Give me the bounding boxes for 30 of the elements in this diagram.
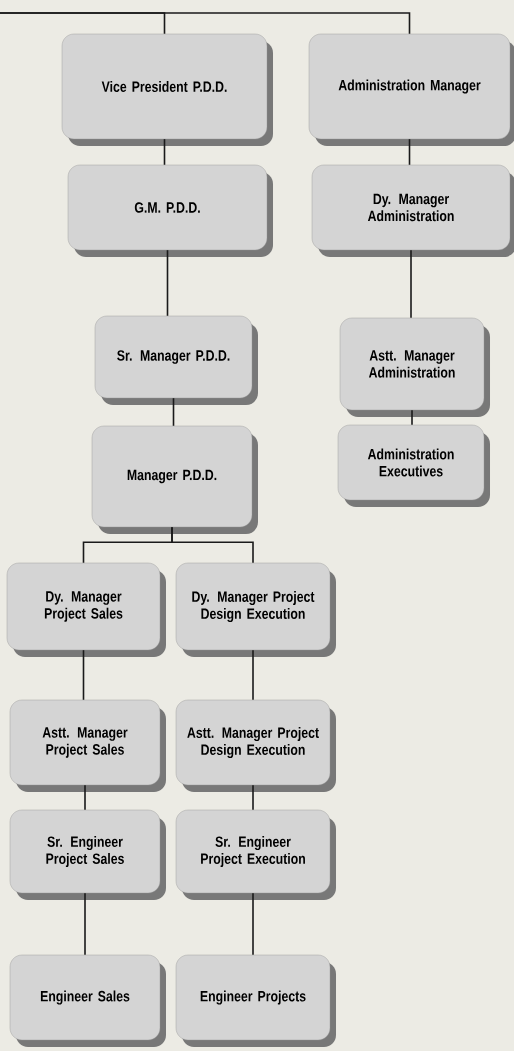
connector-line (84, 892, 86, 956)
position-box: Astt. Manager Project Design Execution (175, 699, 336, 792)
position-box: Dy. Manager Project Design Execution (175, 562, 336, 657)
position-box: Engineer Sales (9, 954, 166, 1047)
connector-line (252, 649, 254, 701)
position-box: Administration Manager (308, 33, 514, 146)
connector-line (171, 526, 254, 564)
connector-line (252, 892, 254, 956)
position-box: G.M. P.D.D. (67, 164, 273, 257)
connector-line (411, 409, 413, 426)
connector-line (163, 138, 166, 166)
connector-line (172, 397, 175, 427)
position-box: Astt. Manager Administration (339, 317, 490, 417)
connector-line (166, 249, 169, 317)
connector-line (410, 249, 412, 319)
connector-line (252, 784, 254, 811)
position-box: Sr. Engineer Project Execution (175, 809, 336, 900)
connector-line (84, 784, 86, 811)
position-box: Astt. Manager Project Sales (9, 699, 166, 792)
position-box: Dy. Manager Administration (311, 164, 514, 257)
position-box: Vice President P.D.D. (61, 33, 273, 146)
connector-line (408, 138, 411, 166)
position-box: Dy. Manager Project Sales (6, 562, 166, 657)
position-box: Engineer Projects (175, 954, 336, 1047)
position-box: Sr. Engineer Project Sales (9, 809, 166, 900)
connector-line (82, 649, 85, 701)
position-box: Sr. Manager P.D.D. (94, 315, 258, 405)
position-box: Manager P.D.D. (91, 425, 258, 534)
position-box: Administration Executives (337, 424, 490, 507)
connector-line (0, 12, 411, 35)
